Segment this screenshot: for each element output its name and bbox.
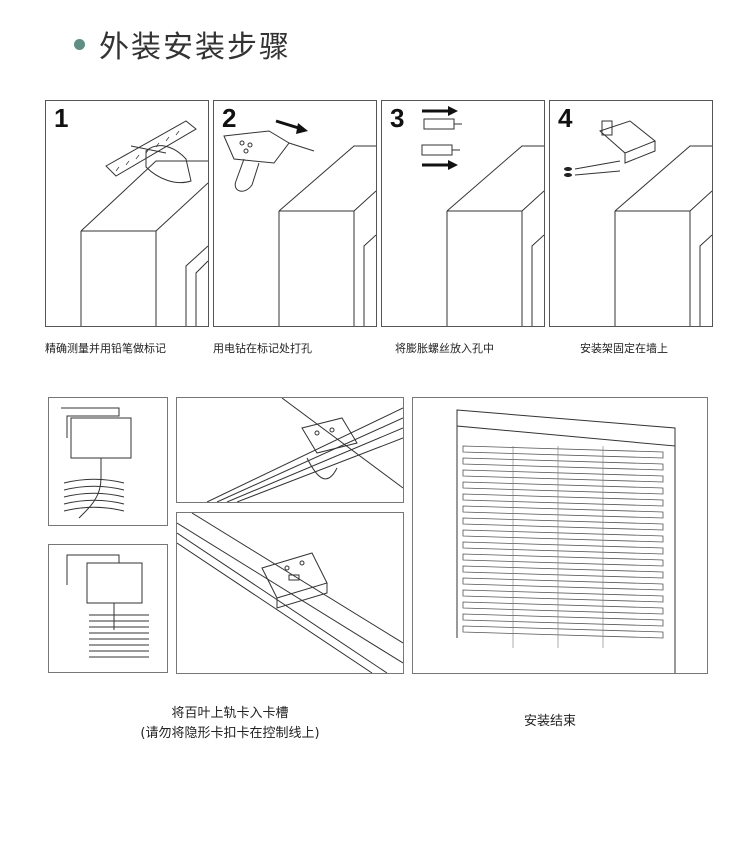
blind-slat xyxy=(462,577,664,591)
blind-slat xyxy=(462,541,664,555)
anchor-illustration xyxy=(421,106,544,326)
step-4-caption: 安装架固定在墙上 xyxy=(580,342,668,355)
bracket-illustration xyxy=(564,120,712,326)
step-2-caption: 用电钻在标记处打孔 xyxy=(213,342,312,355)
blind-slat xyxy=(462,613,664,627)
finished-blind xyxy=(412,397,708,674)
blind-slat xyxy=(462,505,664,519)
step-number: 3 xyxy=(390,103,405,133)
blind-slat xyxy=(462,565,664,579)
left-caption-line-1: 将百叶上轨卡入卡槽 xyxy=(171,706,289,721)
left-caption-line-2: (请勿将隐形卡扣卡在控制线上) xyxy=(140,726,320,741)
step-2-panel: 2 xyxy=(213,100,377,327)
blind-slat xyxy=(462,481,664,495)
drill-illustration xyxy=(223,119,376,326)
blind-slat xyxy=(462,553,664,567)
step-3-caption: 将膨胀螺丝放入孔中 xyxy=(395,342,494,355)
right-caption: 安装结束 xyxy=(523,714,576,729)
blind-slat xyxy=(462,625,664,639)
page-title: 外装安装步骤 xyxy=(99,30,291,65)
step-3-panel: 3 xyxy=(381,100,545,327)
step-1-panel: 1 xyxy=(45,100,209,327)
step-1-caption: 精确测量并用铅笔做标记 xyxy=(45,342,166,355)
blind-slat xyxy=(462,601,664,615)
blind-slat xyxy=(462,457,664,471)
blind-slat xyxy=(462,529,664,543)
blind-slat xyxy=(462,493,664,507)
measure-illustration xyxy=(80,120,208,326)
blind-slat xyxy=(462,589,664,603)
step-number: 1 xyxy=(54,103,69,133)
bullet-dot xyxy=(74,38,85,50)
blind-slat xyxy=(462,517,664,531)
clip-detail-bottom xyxy=(48,544,168,673)
step-4-panel: 4 xyxy=(549,100,713,327)
blind-slat xyxy=(462,469,664,483)
left-caption: 将百叶上轨卡入卡槽 (请勿将隐形卡扣卡在控制线上) xyxy=(110,704,350,744)
section-header: 外装安装步骤 xyxy=(74,22,291,66)
rail-insert-bottom xyxy=(176,512,404,674)
step-number: 2 xyxy=(222,103,237,133)
blind-slat xyxy=(462,445,664,459)
clip-detail-top xyxy=(48,397,168,526)
step-number: 4 xyxy=(558,103,573,133)
rail-insert-top xyxy=(176,397,404,503)
